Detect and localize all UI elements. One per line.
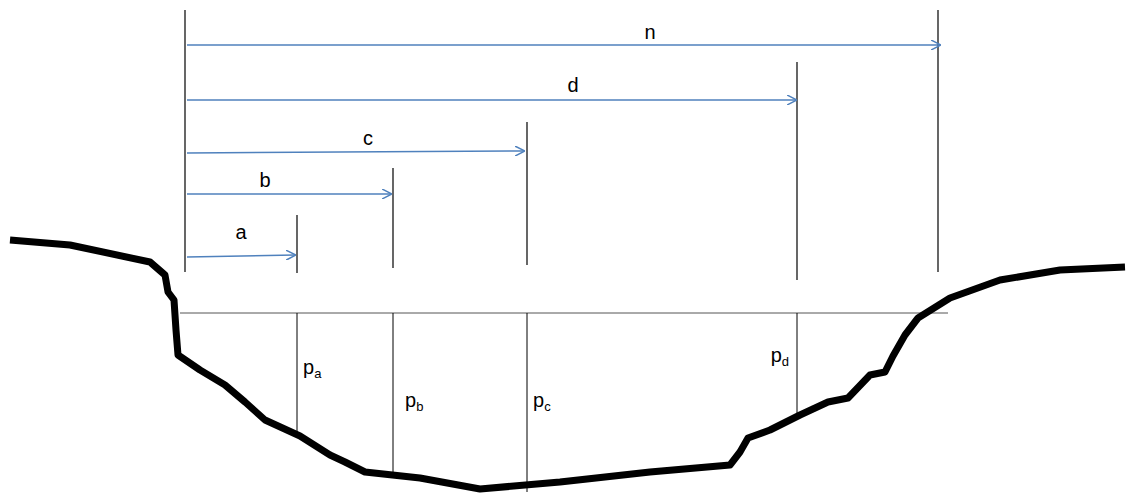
distance-label: b xyxy=(259,170,270,190)
depth-label: pc xyxy=(533,390,551,413)
distance-label: n xyxy=(644,22,655,42)
reference-lines xyxy=(185,10,938,280)
channel-bed xyxy=(10,240,1125,489)
depth-label: pb xyxy=(405,390,423,413)
distance-arrows xyxy=(187,45,940,257)
distance-label: d xyxy=(567,75,578,95)
distance-label: a xyxy=(235,222,246,242)
distance-label: c xyxy=(363,128,373,148)
depth-label: pd xyxy=(771,345,789,368)
depth-label: pa xyxy=(303,357,321,380)
